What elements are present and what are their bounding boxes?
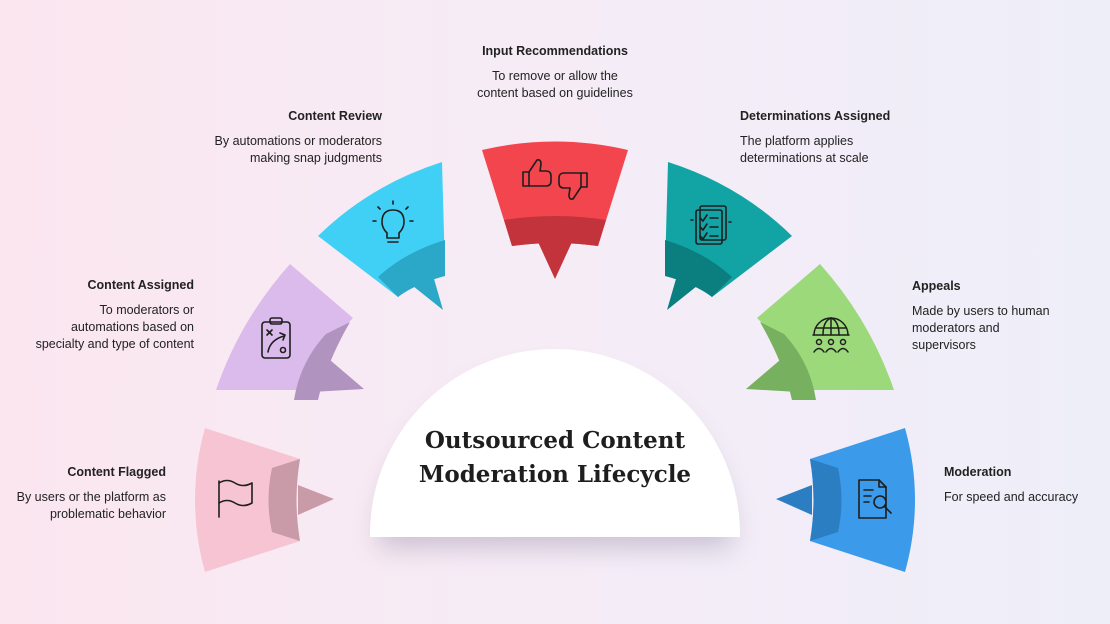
step-determinations-assigned: Determinations Assigned The platform app… — [740, 108, 900, 167]
step-content-review: Content Review By automations or moderat… — [204, 108, 382, 167]
segment-moderation-pointer — [776, 485, 812, 515]
segment-content-review — [318, 162, 445, 310]
step-description: By automations or moderators making snap… — [214, 134, 382, 165]
step-title: Content Flagged — [67, 465, 166, 479]
diagram-title: Outsourced Content Moderation Lifecycle — [380, 424, 730, 492]
segment-content-assigned-pointer — [312, 360, 364, 392]
document-search-icon — [858, 479, 892, 519]
segment-appeals — [746, 264, 894, 400]
step-title: Content Review — [288, 109, 382, 123]
step-description: The platform applies determinations at s… — [740, 134, 869, 165]
segment-content-assigned — [216, 264, 364, 400]
segment-input-recommendations — [482, 141, 628, 279]
checklist-document-icon — [690, 205, 732, 245]
segment-content-review-pointer — [408, 272, 443, 310]
step-content-assigned: Content Assigned To moderators or automa… — [34, 277, 194, 353]
step-title: Appeals — [912, 279, 961, 293]
step-title: Moderation — [944, 465, 1012, 479]
step-moderation: Moderation For speed and accuracy — [944, 464, 1094, 506]
segment-content-assigned-band — [294, 322, 350, 400]
segment-appeals-pointer — [746, 360, 798, 392]
diagram-title-line-2: Moderation Lifecycle — [418, 461, 692, 488]
step-description: To moderators or automations based on sp… — [35, 303, 194, 351]
globe-people-icon — [812, 317, 850, 353]
segment-determinations-assigned-band — [665, 240, 732, 297]
segment-determinations-assigned — [665, 162, 792, 310]
segment-content-flagged — [195, 428, 334, 572]
step-title: Determinations Assigned — [740, 109, 891, 123]
diagram-title-line-1: Outsourced Content — [424, 427, 686, 454]
clipboard-strategy-icon — [261, 317, 291, 359]
thumbs-up-down-icon — [522, 159, 588, 200]
step-title: Content Assigned — [87, 278, 194, 292]
segment-input-recommendations-pointer — [538, 242, 572, 279]
segment-determinations-assigned-pointer — [667, 272, 702, 310]
segment-moderation — [776, 428, 915, 572]
step-title: Input Recommendations — [482, 44, 628, 58]
step-description: To remove or allow the content based on … — [477, 69, 633, 100]
segment-content-flagged-band — [268, 459, 300, 541]
segment-moderation-fill — [810, 428, 915, 572]
step-description: By users or the platform as problematic … — [16, 490, 166, 521]
step-description: For speed and accuracy — [944, 490, 1079, 504]
step-description: Made by users to human moderators and su… — [912, 304, 1050, 352]
lightbulb-icon — [372, 200, 414, 243]
step-appeals: Appeals Made by users to human moderator… — [912, 278, 1062, 354]
flag-icon — [218, 479, 253, 518]
segment-content-flagged-fill — [195, 428, 300, 572]
step-input-recommendations: Input Recommendations To remove or allow… — [475, 43, 635, 102]
step-content-flagged: Content Flagged By users or the platform… — [16, 464, 166, 523]
segment-input-recommendations-band — [504, 216, 606, 246]
segment-appeals-band — [760, 322, 816, 400]
segment-moderation-band — [810, 459, 842, 541]
segment-content-review-band — [378, 240, 445, 297]
segment-content-flagged-pointer — [298, 485, 334, 515]
